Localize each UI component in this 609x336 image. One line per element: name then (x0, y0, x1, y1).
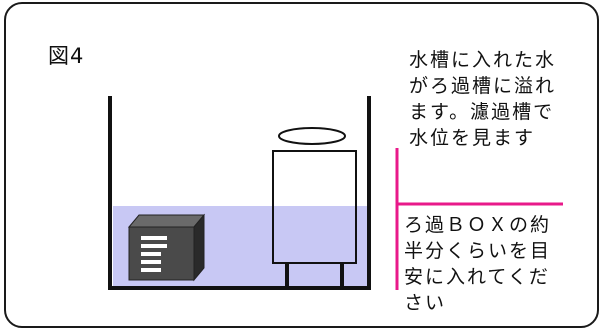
note-line: ます。濾過槽で (409, 101, 555, 123)
note-line: ろ過ＢＯＸの約 (404, 214, 552, 236)
note-line: 水槽に入れた水 (409, 49, 557, 71)
note-line: さい (404, 292, 447, 314)
note-line: がろ過槽に溢れ (409, 75, 557, 97)
note-filter-level-text: ろ過ＢＯＸの約 半分くらいを目 安に入れてくだ さい (404, 212, 551, 316)
filter-box-icon (272, 127, 357, 287)
note-line: 水位を見ます (409, 127, 536, 149)
note-overflow-text: 水槽に入れた水 がろ過槽に溢れ ます。濾過槽で 水位を見ます (409, 47, 556, 151)
pump-icon (127, 213, 206, 282)
figure-label: 図4 (48, 44, 85, 68)
note-line: 半分くらいを目 (404, 240, 552, 262)
note-line: 安に入れてくだ (404, 266, 550, 288)
water-level-pointer (395, 148, 563, 290)
